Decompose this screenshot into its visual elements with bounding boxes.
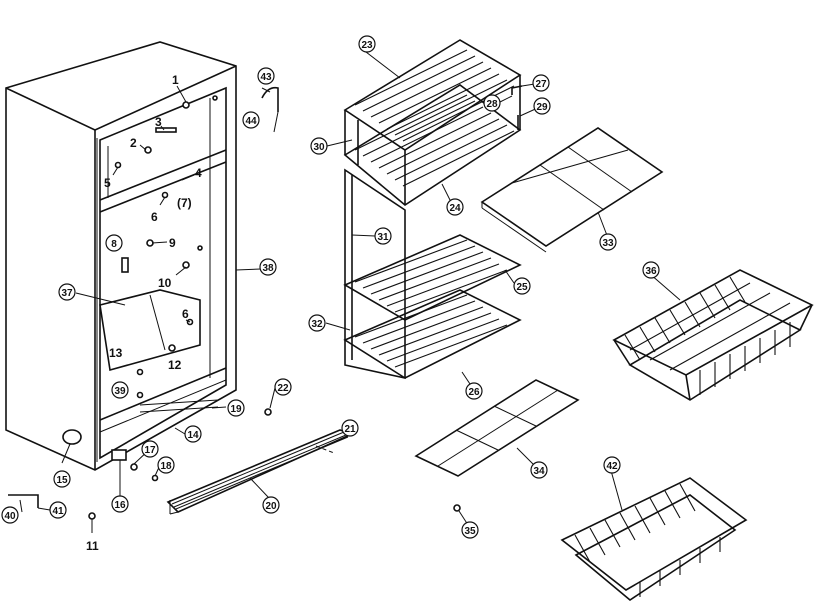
svg-text:40: 40 bbox=[4, 511, 16, 522]
svg-text:37: 37 bbox=[61, 288, 73, 299]
callout-17: 17 bbox=[141, 440, 159, 458]
svg-text:25: 25 bbox=[516, 282, 528, 293]
svg-text:23: 23 bbox=[361, 40, 373, 51]
svg-text:21: 21 bbox=[344, 424, 356, 435]
callout-26: 26 bbox=[465, 382, 483, 400]
callout-38: 38 bbox=[259, 258, 277, 276]
callout-40: 40 bbox=[1, 506, 19, 524]
callout-18: 18 bbox=[157, 456, 175, 474]
label-13: 13 bbox=[109, 346, 123, 360]
callout-28: 28 bbox=[483, 94, 501, 112]
callout-44: 44 bbox=[242, 111, 260, 129]
svg-text:39: 39 bbox=[114, 386, 126, 397]
callout-21: 21 bbox=[341, 419, 359, 437]
svg-text:14: 14 bbox=[187, 430, 199, 441]
callout-31: 31 bbox=[374, 227, 392, 245]
callout-20: 20 bbox=[262, 496, 280, 514]
svg-text:18: 18 bbox=[160, 461, 172, 472]
plain-labels: 1 2 3 4 5 6 6 9 10 11 12 13 (7) bbox=[86, 73, 202, 553]
callout-35: 35 bbox=[461, 521, 479, 539]
part-35-screw bbox=[453, 504, 461, 512]
svg-text:32: 32 bbox=[311, 319, 323, 330]
svg-text:28: 28 bbox=[486, 99, 498, 110]
callout-39: 39 bbox=[111, 381, 129, 399]
kickplate-grille bbox=[166, 429, 355, 515]
label-6b: 6 bbox=[182, 307, 189, 321]
svg-text:36: 36 bbox=[645, 266, 657, 277]
svg-text:20: 20 bbox=[265, 501, 277, 512]
part-40-41-bracket bbox=[8, 494, 39, 508]
svg-text:44: 44 bbox=[245, 116, 257, 127]
label-5: 5 bbox=[104, 176, 111, 190]
label-11: 11 bbox=[86, 539, 99, 553]
svg-text:31: 31 bbox=[377, 232, 389, 243]
callout-42: 42 bbox=[603, 456, 621, 474]
svg-text:26: 26 bbox=[468, 387, 480, 398]
svg-text:27: 27 bbox=[535, 79, 547, 90]
svg-text:42: 42 bbox=[606, 461, 618, 472]
svg-text:24: 24 bbox=[449, 203, 461, 214]
freezer-shelf-assembly bbox=[343, 39, 522, 206]
svg-text:8: 8 bbox=[111, 239, 117, 250]
callout-8: 8 bbox=[105, 234, 123, 252]
svg-text:43: 43 bbox=[260, 72, 272, 83]
callout-27: 27 bbox=[532, 74, 550, 92]
svg-text:17: 17 bbox=[144, 445, 156, 456]
fresh-food-shelf-assembly bbox=[343, 168, 522, 379]
callout-43: 43 bbox=[257, 67, 275, 85]
callout-30: 30 bbox=[310, 137, 328, 155]
callout-29: 29 bbox=[533, 97, 551, 115]
svg-text:34: 34 bbox=[533, 466, 545, 477]
svg-text:29: 29 bbox=[536, 102, 548, 113]
callout-24: 24 bbox=[446, 198, 464, 216]
callout-32: 32 bbox=[308, 314, 326, 332]
callout-16: 16 bbox=[111, 495, 129, 513]
callout-23: 23 bbox=[358, 35, 376, 53]
label-3: 3 bbox=[155, 115, 162, 129]
callout-22: 22 bbox=[274, 378, 292, 396]
svg-text:16: 16 bbox=[114, 500, 126, 511]
label-2: 2 bbox=[130, 136, 137, 150]
label-7: (7) bbox=[177, 196, 192, 210]
svg-text:15: 15 bbox=[56, 475, 68, 486]
callout-14: 14 bbox=[184, 425, 202, 443]
callout-37: 37 bbox=[58, 283, 76, 301]
part-27-clip bbox=[511, 85, 523, 95]
label-9: 9 bbox=[169, 236, 176, 250]
callout-33: 33 bbox=[599, 233, 617, 251]
label-1: 1 bbox=[172, 73, 179, 87]
svg-text:22: 22 bbox=[277, 383, 289, 394]
callout-36: 36 bbox=[642, 261, 660, 279]
label-6a: 6 bbox=[151, 210, 158, 224]
svg-text:41: 41 bbox=[52, 506, 64, 517]
callout-15: 15 bbox=[53, 470, 71, 488]
refrigerator-cabinet bbox=[5, 41, 279, 520]
svg-text:30: 30 bbox=[313, 142, 325, 153]
glass-shelf-33 bbox=[480, 127, 664, 253]
callout-34: 34 bbox=[530, 461, 548, 479]
wire-basket-42 bbox=[560, 477, 748, 601]
svg-text:38: 38 bbox=[262, 263, 274, 274]
label-10: 10 bbox=[158, 276, 172, 290]
leader-lines bbox=[19, 51, 681, 533]
callout-25: 25 bbox=[513, 277, 531, 295]
svg-text:33: 33 bbox=[602, 238, 614, 249]
glass-shelf-34 bbox=[414, 379, 580, 477]
label-12: 12 bbox=[168, 358, 182, 372]
label-4: 4 bbox=[195, 166, 202, 180]
circled-labels: 8 14 15 16 17 18 19 20 21 22 23 24 25 26… bbox=[1, 35, 660, 539]
callout-41: 41 bbox=[49, 501, 67, 519]
callout-19: 19 bbox=[227, 399, 245, 417]
svg-text:35: 35 bbox=[464, 526, 476, 537]
svg-text:19: 19 bbox=[230, 404, 242, 415]
wire-basket-36 bbox=[612, 269, 814, 401]
